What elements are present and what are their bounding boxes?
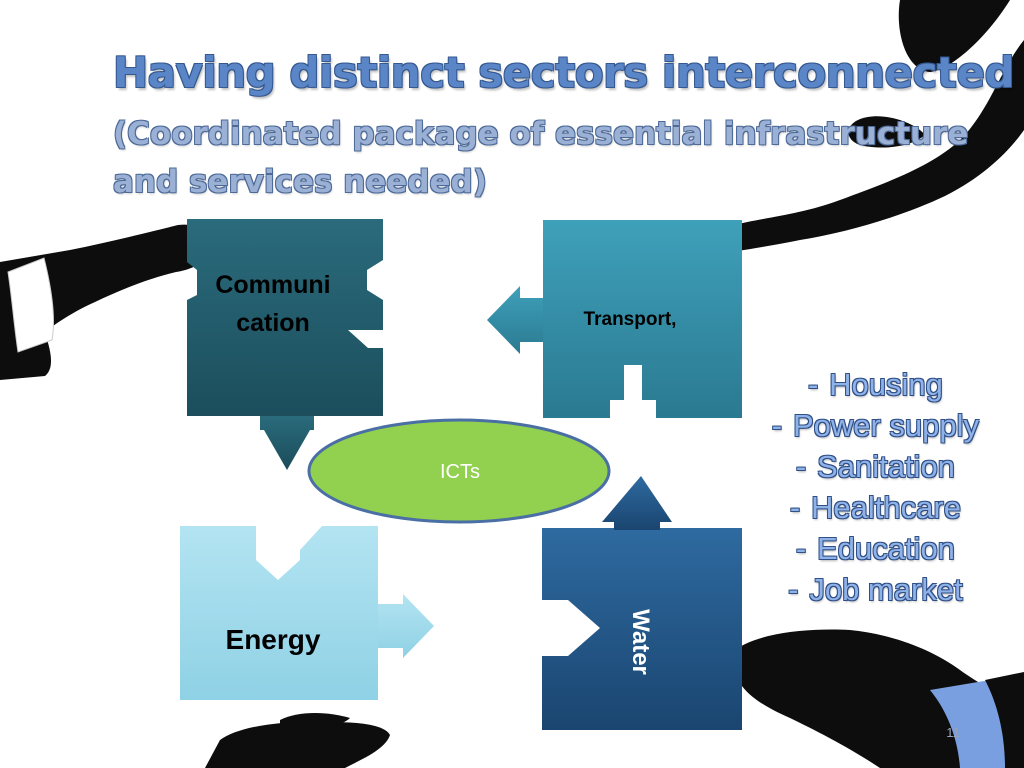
arrow-up-icon <box>602 476 672 530</box>
water-block <box>542 528 742 730</box>
communication-label: Communi cation <box>215 271 331 337</box>
icts-ellipse <box>307 418 611 524</box>
transport-block <box>543 220 742 418</box>
hand-silhouette-top-right <box>630 0 1024 262</box>
water-label: Water <box>627 609 654 675</box>
list-item: -Job market <box>788 572 963 607</box>
list-item: -Housing <box>807 367 943 402</box>
list-item: -Power supply <box>771 408 980 443</box>
arrow-right-icon <box>378 594 434 658</box>
hand-silhouette-bottom-right <box>735 629 1024 768</box>
transport-label: Transport, <box>583 309 677 330</box>
communication-block <box>187 219 383 430</box>
energy-block <box>180 526 378 700</box>
services-list: -Housing -Power supply -Sanitation -Heal… <box>735 364 1005 610</box>
arrow-left-icon <box>487 286 543 354</box>
list-item: -Healthcare <box>789 490 961 525</box>
page-number: 11 <box>946 725 960 740</box>
list-item: -Sanitation <box>795 449 955 484</box>
list-item: -Education <box>795 531 955 566</box>
slide-title: Having distinct sectors interconnected <box>113 48 1015 97</box>
hand-silhouette-left <box>0 224 210 380</box>
hand-silhouette-bottom-left <box>205 713 390 768</box>
icts-label: ICTs <box>440 461 480 483</box>
energy-label: Energy <box>225 624 321 655</box>
energy-notch <box>256 526 322 580</box>
slide-subtitle: (Coordinated package of essential infras… <box>113 116 969 200</box>
arrow-down-icon <box>260 416 314 470</box>
